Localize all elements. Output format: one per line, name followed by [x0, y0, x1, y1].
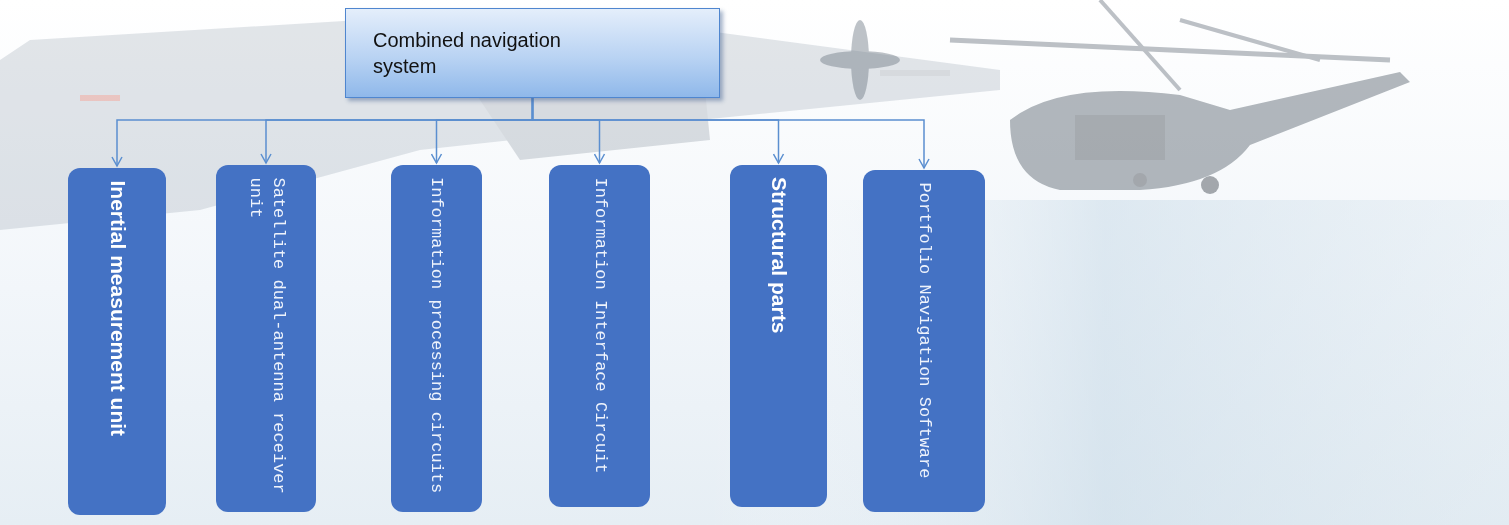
component-label: Information processing circuits — [425, 177, 448, 500]
system-box: Combined navigation system — [345, 8, 720, 98]
tree-connector — [533, 98, 779, 163]
component-box: Information processing circuits — [391, 165, 482, 512]
component-box: Structural parts — [730, 165, 827, 507]
component-box: Satellite dual-antenna receiver unit — [216, 165, 316, 512]
system-title: Combined navigation system — [373, 27, 623, 79]
tree-connector — [437, 98, 533, 163]
helicopter-figure — [820, 0, 1410, 194]
component-box: Portfolio Navigation Software — [863, 170, 985, 512]
tree-connector — [533, 98, 600, 163]
component-label: Inertial measurement unit — [104, 180, 130, 503]
component-label: Portfolio Navigation Software — [913, 182, 936, 500]
component-box: Information Interface Circuit — [549, 165, 650, 507]
component-label: Structural parts — [766, 177, 792, 495]
component-box: Inertial measurement unit — [68, 168, 166, 515]
tree-connector — [266, 98, 533, 163]
component-label: Satellite dual-antenna receiver unit — [243, 177, 289, 500]
tree-connector — [533, 98, 925, 168]
component-label: Information Interface Circuit — [588, 177, 611, 495]
tree-connector — [117, 98, 533, 166]
